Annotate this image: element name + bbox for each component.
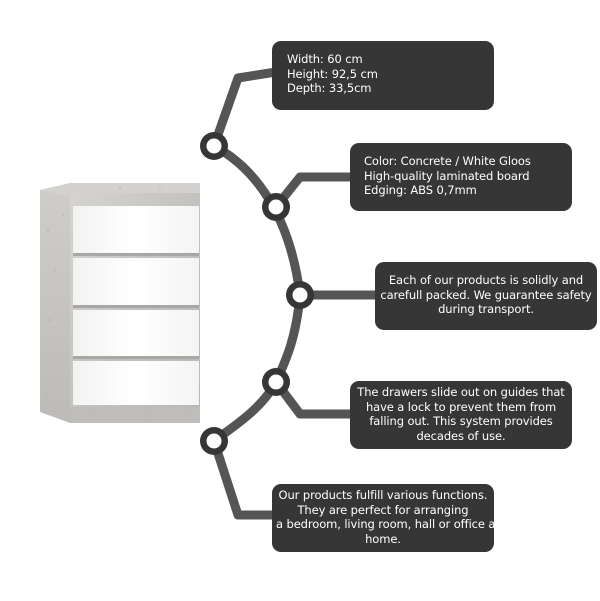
chest-plinth	[70, 407, 200, 423]
connector-node-icon	[262, 368, 290, 396]
chest-of-drawers-illustration	[40, 183, 200, 423]
drawer-2-shadow	[73, 305, 199, 308]
callout-line: home.	[365, 531, 401, 546]
callout-line: carefull packed. We guarantee safety	[380, 287, 592, 302]
callout-functions: Our products fulfill various functions. …	[272, 484, 500, 552]
callout-packaging: Each of our products is solidly and care…	[375, 262, 597, 330]
callout-line: decades of use.	[416, 428, 506, 443]
drawer-1	[73, 206, 199, 253]
callout-line: They are perfect for arranging	[297, 502, 469, 517]
callout-line: The drawers slide out on guides that	[357, 385, 565, 399]
callout-line: Color: Concrete / White Gloos	[364, 154, 531, 168]
callout-line: Our products fulfill various functions.	[278, 488, 488, 502]
connector-nodes	[200, 132, 314, 455]
chest-side-panel	[40, 190, 70, 423]
drawer-3-shadow	[73, 356, 199, 359]
connector-branch-1	[209, 67, 281, 151]
callout-line: during transport.	[438, 302, 534, 316]
drawer-3	[73, 310, 199, 356]
callout-material: Color: Concrete / White Gloos High-quali…	[350, 143, 572, 211]
connector-lines	[209, 67, 383, 520]
callout-line: Width: 60 cm	[287, 52, 363, 66]
connector-branch-5	[209, 436, 281, 520]
callout-line: a bedroom, living room, hall or office a…	[276, 517, 500, 531]
callout-line: High-quality laminated board	[364, 168, 530, 183]
drawer-4	[73, 361, 199, 405]
chest-drawers	[73, 206, 199, 405]
connector-node-icon	[200, 132, 228, 160]
callout-dimensions: Width: 60 cm Height: 92,5 cm Depth: 33,5…	[272, 41, 494, 110]
connector-node-icon	[200, 427, 228, 455]
callout-line: Each of our products is solidly and	[388, 273, 584, 287]
connector-main-arc	[209, 141, 305, 446]
connector-node-icon	[286, 281, 314, 309]
connector-node-icon	[262, 193, 290, 221]
callout-line: Depth: 33,5cm	[287, 81, 372, 95]
callout-line: Height: 92,5 cm	[287, 66, 378, 81]
concrete-texture	[44, 186, 186, 418]
drawer-1-shadow	[73, 253, 199, 256]
callout-drawer-guides: The drawers slide out on guides that hav…	[350, 381, 572, 449]
callout-line: falling out. This system provides	[369, 414, 553, 428]
callout-line: have a lock to prevent them from	[365, 399, 557, 414]
callout-line: Edging: ABS 0,7mm	[364, 183, 477, 197]
drawer-2	[73, 258, 199, 305]
